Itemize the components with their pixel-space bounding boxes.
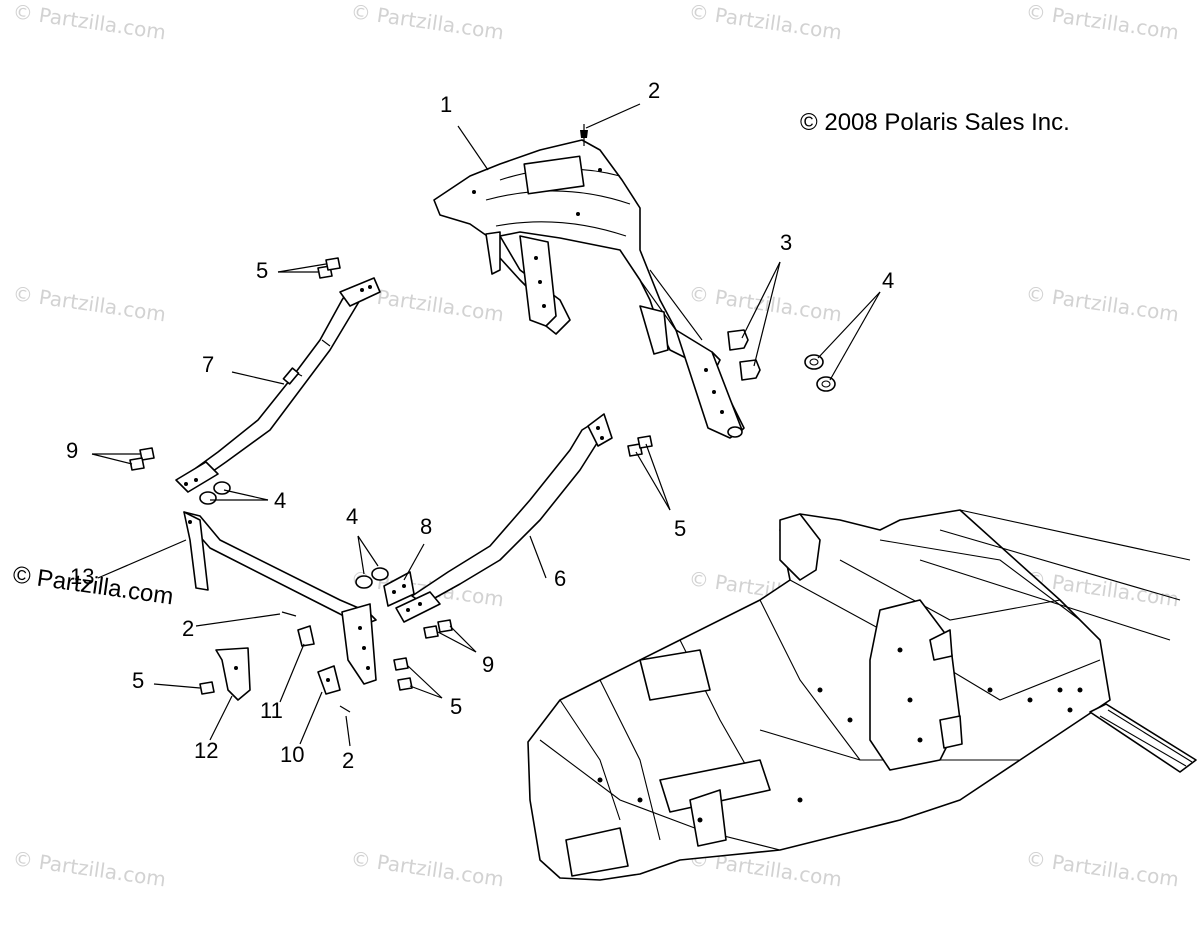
callout-3: 3 — [780, 230, 792, 255]
part-4-nuts-left — [199, 481, 231, 505]
part-4-nuts-right — [804, 354, 836, 392]
part-2-pin-lower — [339, 705, 351, 713]
watermark-text: © Partzilla.com — [687, 0, 843, 44]
callout-11: 11 — [260, 698, 283, 723]
callout-1: 1 — [440, 92, 452, 117]
watermark-text: © Partzilla.com — [349, 0, 505, 44]
part-12-bracket — [215, 647, 251, 701]
callout-2: 2 — [342, 748, 354, 773]
callout-5: 5 — [132, 668, 144, 693]
part-9-bolts-middle — [423, 619, 453, 639]
part-5-bolts-lower — [393, 657, 413, 691]
callout-9: 9 — [66, 438, 78, 463]
callout-4: 4 — [274, 488, 286, 513]
watermark-text: © Partzilla.com — [1024, 846, 1180, 891]
watermark-text: © Partzilla.com — [11, 846, 167, 891]
leader-lines — [91, 103, 881, 747]
part-2-bolt-top — [580, 124, 588, 146]
callout-5: 5 — [674, 516, 686, 541]
part-11-clip — [297, 625, 315, 647]
callout-2: 2 — [182, 616, 194, 641]
part-3-bolts — [727, 329, 761, 381]
part-8-bracket — [383, 571, 415, 607]
callout-9: 9 — [482, 652, 494, 677]
part-13-cross-member — [183, 511, 377, 685]
callout-13: 13 — [70, 564, 94, 589]
callout-labels: 1 2 3 4 5 7 9 4 5 4 8 6 13 2 9 5 5 11 10… — [66, 78, 894, 773]
callout-7: 7 — [202, 352, 214, 377]
part-9-bolts-left — [129, 447, 155, 471]
callout-12: 12 — [194, 738, 218, 763]
callout-6: 6 — [554, 566, 566, 591]
part-1-upper-frame — [433, 139, 745, 439]
callout-10: 10 — [280, 742, 304, 767]
chassis-assembly — [527, 509, 1197, 881]
callout-4: 4 — [346, 504, 358, 529]
watermark-text: © Partzilla.com — [11, 0, 167, 44]
part-6-right-brace — [395, 413, 613, 623]
callout-8: 8 — [420, 514, 432, 539]
part-2-pin-middle — [281, 611, 297, 617]
copyright-text: © 2008 Polaris Sales Inc. — [800, 109, 1070, 136]
callout-4: 4 — [882, 268, 894, 293]
watermark-text: © Partzilla.com — [1024, 281, 1180, 326]
part-4-nuts-middle — [355, 567, 389, 589]
part-5-bolts-upper — [317, 257, 341, 279]
watermark-text: © Partzilla.com — [11, 281, 167, 326]
part-10-plate — [317, 665, 341, 695]
part-7-left-brace — [175, 277, 381, 493]
callout-2: 2 — [648, 78, 660, 103]
part-5-bolt-left — [199, 681, 215, 695]
watermark-text: © Partzilla.com — [349, 846, 505, 891]
watermark-text: © Partzilla.com — [1024, 0, 1180, 44]
callout-5: 5 — [256, 258, 268, 283]
part-5-bolts-right — [627, 435, 653, 457]
callout-5: 5 — [450, 694, 462, 719]
